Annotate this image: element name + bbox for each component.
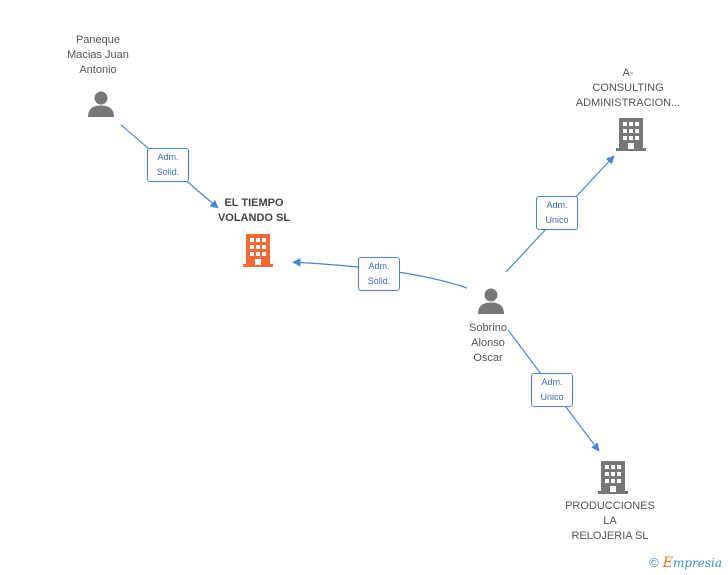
edge-label-sobrino-tiempo: Adm. Solid. bbox=[358, 257, 400, 291]
edge-label-sobrino-producciones: Adm. Unico bbox=[531, 373, 573, 407]
person-icon[interactable] bbox=[476, 286, 506, 316]
footer-brand: ©Empresia bbox=[649, 555, 722, 571]
node-label-aconsulting[interactable]: A- CONSULTING ADMINISTRACION... bbox=[575, 67, 681, 109]
node-label-tiempo[interactable]: EL TIEMPO VOLANDO SL bbox=[217, 197, 291, 224]
node-label-sobrino[interactable]: Sobrino Alonso Oscar bbox=[469, 322, 507, 364]
building-icon[interactable] bbox=[597, 460, 629, 494]
node-label-producciones[interactable]: PRODUCCIONES LA RELOJERIA SL bbox=[565, 500, 655, 542]
building-icon[interactable] bbox=[615, 117, 647, 151]
edge-label-sobrino-aconsulting: Adm. Unico bbox=[536, 196, 578, 230]
person-icon[interactable] bbox=[86, 89, 116, 119]
brand-name: mpresia bbox=[672, 556, 722, 570]
node-label-paneque[interactable]: Paneque Macias Juan Antonio bbox=[67, 34, 129, 76]
copyright-icon: © bbox=[649, 555, 659, 570]
building-icon[interactable] bbox=[242, 233, 274, 267]
edge-label-paneque-tiempo: Adm. Solid. bbox=[147, 148, 189, 182]
brand-initial: E bbox=[662, 555, 673, 571]
